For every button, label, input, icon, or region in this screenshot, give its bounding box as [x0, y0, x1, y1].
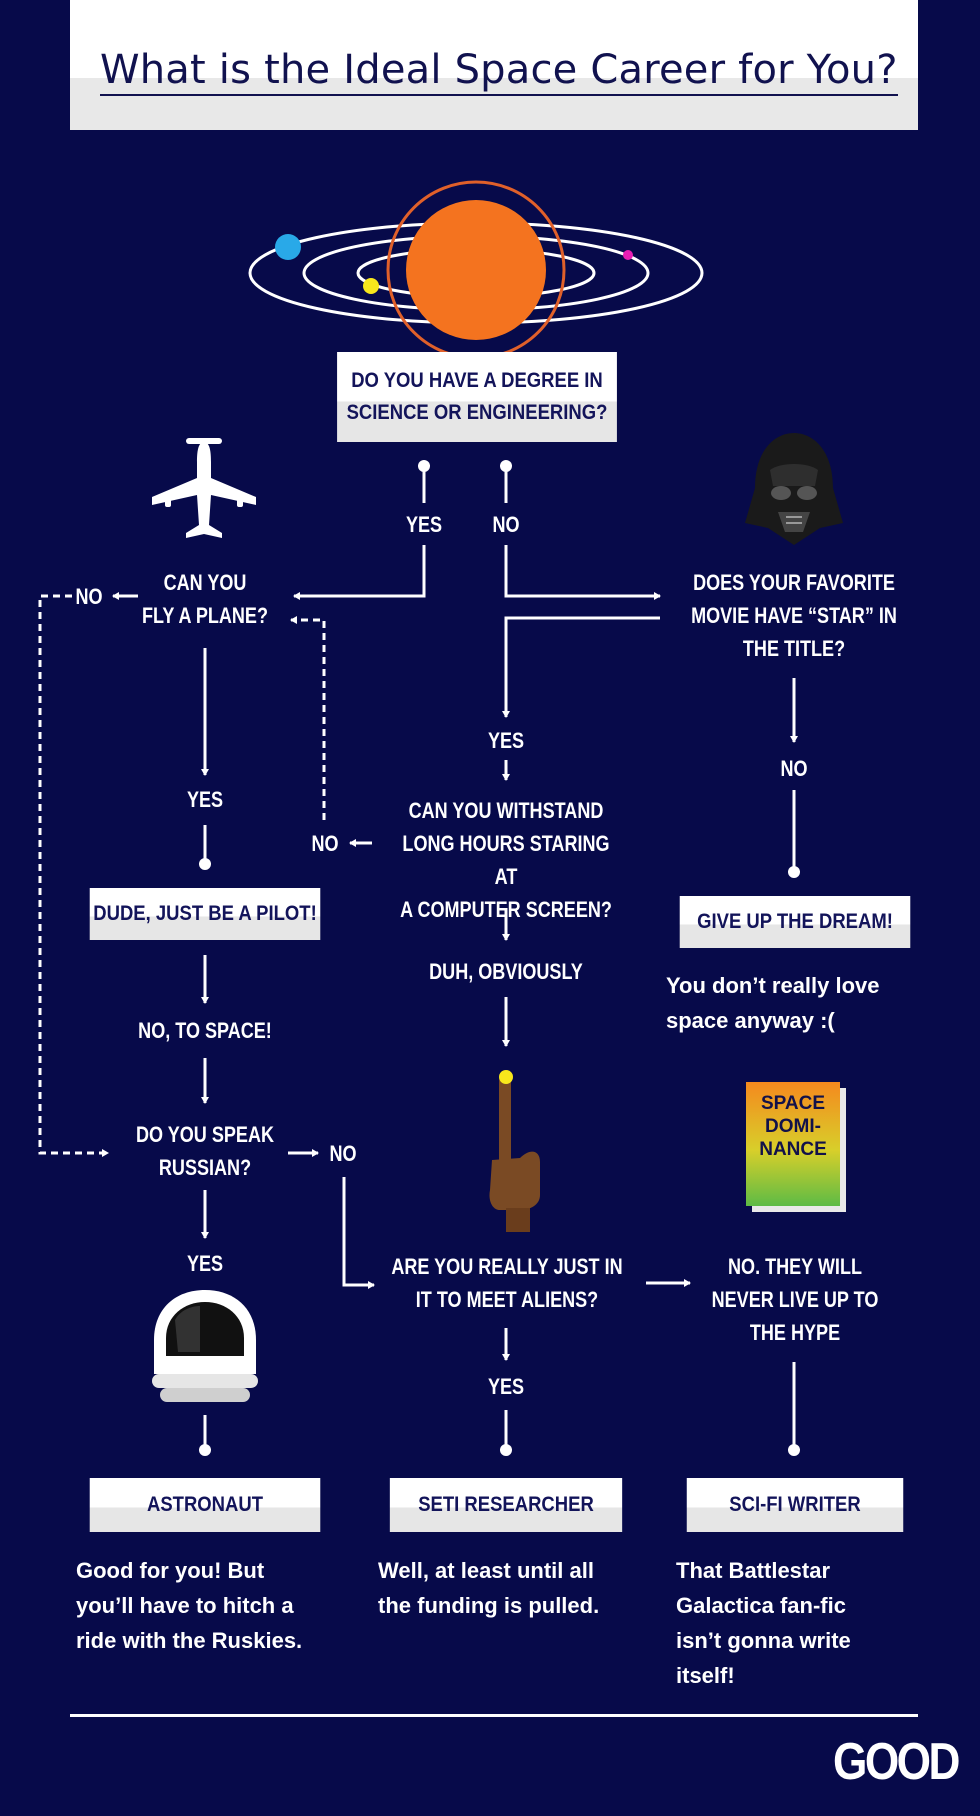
fly-yes-label: YES [186, 787, 224, 812]
give-up-note: You don’t really love space anyway :( [666, 973, 880, 1033]
footer-divider [70, 1714, 918, 1717]
russian-yes-label: YES [186, 1251, 224, 1276]
degree-no-label: NO [492, 512, 520, 537]
give-up-result-box: GIVE UP THE DREAM! [679, 896, 911, 948]
withstand-no-label: NO [311, 831, 339, 856]
airplane-icon [152, 438, 256, 538]
aliens-question: ARE YOU REALLY JUST IN IT TO MEET ALIENS… [391, 1254, 623, 1312]
withstand-question: CAN YOU WITHSTAND LONG HOURS STARING AT … [400, 798, 612, 922]
degree-yes-label: YES [405, 512, 443, 537]
pointing-finger-icon [489, 1070, 540, 1232]
degree-question-box: DO YOU HAVE A DEGREE IN SCIENCE OR ENGIN… [337, 352, 617, 442]
pilot-result-box: DUDE, JUST BE A PILOT! [89, 888, 321, 940]
astronaut-helmet-icon [152, 1290, 258, 1402]
star-movie-question: DOES YOUR FAVORITE MOVIE HAVE “STAR” IN … [691, 570, 897, 661]
seti-note: Well, at least until all the funding is … [378, 1558, 600, 1618]
darth-vader-helmet-icon [745, 433, 843, 545]
astronaut-result-box: ASTRONAUT [89, 1478, 321, 1532]
russian-question: DO YOU SPEAK RUSSIAN? [135, 1122, 275, 1180]
no-to-space-label: NO, TO SPACE! [138, 1018, 272, 1043]
fly-no-label: NO [75, 584, 103, 609]
aliens-yes-label: YES [487, 1374, 525, 1399]
space-dominance-book-icon: SPACE DOMI- NANCE [746, 1082, 840, 1206]
solar-system-icon [248, 180, 704, 360]
never-live-up-label: NO. THEY WILL NEVER LIVE UP TO THE HYPE [711, 1254, 879, 1345]
star-no-label: NO [780, 756, 808, 781]
page-title: What is the Ideal Space Career for You? [100, 46, 898, 96]
russian-no-label: NO [329, 1141, 357, 1166]
scifi-result-box: SCI-FI WRITER [686, 1478, 904, 1532]
seti-result-box: SETI RESEARCHER [389, 1478, 623, 1532]
duh-obviously-label: DUH, OBVIOUSLY [429, 959, 583, 984]
title-banner: What is the Ideal Space Career for You? [70, 0, 918, 130]
good-logo: GOOD [833, 1733, 960, 1791]
fly-question: CAN YOU FLY A PLANE? [142, 570, 268, 628]
withstand-yes-label: YES [487, 728, 525, 753]
astronaut-note: Good for you! But you’ll have to hitch a… [76, 1558, 303, 1653]
scifi-note: That Battlestar Galactica fan-fic isn’t … [676, 1558, 851, 1688]
